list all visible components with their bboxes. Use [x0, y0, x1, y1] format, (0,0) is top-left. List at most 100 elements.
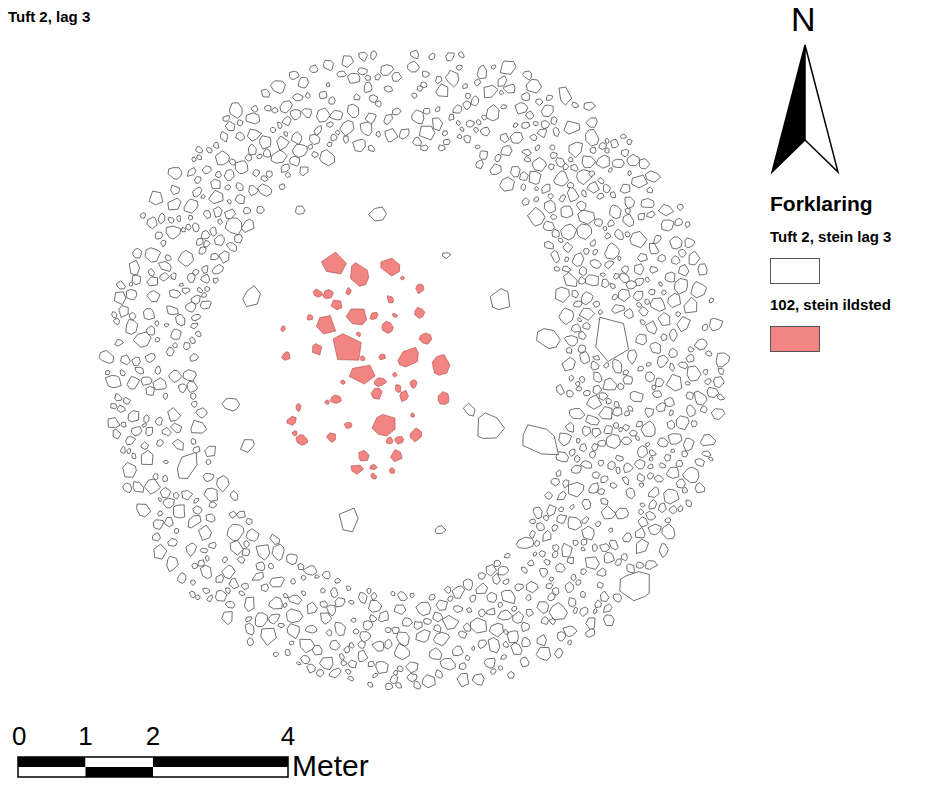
stone: [145, 354, 155, 363]
stone: [608, 461, 615, 470]
stone: [385, 628, 391, 633]
scale-number: 4: [281, 722, 295, 752]
stone: [213, 207, 222, 218]
stone: [307, 602, 317, 613]
stone: [544, 200, 555, 213]
stone: [424, 619, 432, 625]
stone: [548, 593, 555, 601]
stone: [174, 529, 179, 534]
stone: [691, 282, 707, 298]
stone: [621, 149, 628, 157]
stone: [572, 102, 578, 107]
stone: [503, 641, 509, 647]
stone: [488, 638, 500, 653]
stone: [416, 284, 424, 294]
stone: [678, 506, 683, 512]
stone: [581, 591, 586, 597]
stone: [618, 289, 630, 301]
stone: [632, 175, 648, 188]
stone: [198, 560, 204, 566]
stone: [368, 661, 375, 666]
stone: [442, 253, 451, 259]
stone: [550, 214, 557, 219]
stone: [369, 145, 375, 151]
stone: [520, 657, 529, 667]
stone: [127, 376, 140, 389]
stone: [119, 306, 128, 318]
stone: [593, 356, 600, 360]
stone: [402, 618, 412, 627]
stone: [369, 95, 378, 103]
stone: [694, 339, 707, 350]
stone: [714, 377, 725, 388]
stone: [580, 607, 588, 617]
stone: [543, 515, 549, 521]
stone: [567, 390, 574, 397]
stone: [581, 190, 586, 197]
stone: [572, 253, 584, 266]
stone: [585, 275, 598, 286]
stone: [126, 289, 136, 299]
stone: [582, 500, 591, 510]
stone: [196, 595, 200, 600]
stone: [559, 195, 565, 202]
stone: [484, 658, 495, 668]
stone: [291, 578, 296, 584]
stone: [200, 301, 211, 309]
stone: [348, 677, 354, 682]
stone: [177, 452, 197, 478]
stone: [686, 392, 693, 399]
stone: [452, 646, 463, 656]
stone: [578, 317, 582, 321]
stone: [471, 618, 487, 633]
stone: [163, 498, 174, 508]
stone: [581, 569, 587, 575]
stone: [601, 476, 608, 483]
stone: [497, 610, 512, 620]
stone: [535, 145, 540, 151]
stone: [347, 104, 358, 117]
stone: [115, 339, 124, 346]
stone: [298, 77, 308, 88]
stone: [132, 453, 136, 459]
stone: [645, 299, 649, 304]
stone: [410, 380, 417, 389]
stone: [155, 321, 159, 326]
stone: [503, 84, 515, 93]
stone: [201, 274, 210, 283]
stone: [335, 578, 341, 583]
stone: [648, 289, 655, 294]
stone: [353, 629, 359, 634]
stone: [261, 89, 270, 97]
stone: [307, 315, 313, 320]
stone: [436, 84, 448, 97]
stone: [290, 110, 301, 120]
stone: [176, 314, 185, 326]
stone: [442, 615, 459, 629]
stone: [224, 170, 234, 181]
stone: [163, 475, 168, 481]
stone: [615, 508, 628, 518]
stone: [652, 385, 656, 390]
stone: [593, 301, 600, 307]
stone: [323, 290, 333, 299]
stone: [550, 152, 557, 159]
stone: [330, 395, 341, 403]
stone: [511, 167, 521, 178]
stone: [196, 239, 203, 246]
stone: [411, 413, 415, 417]
stone: [586, 118, 597, 127]
stone: [568, 517, 582, 530]
stone: [610, 205, 622, 219]
stone: [433, 118, 443, 131]
stone: [522, 149, 532, 156]
stone: [370, 615, 377, 622]
stone: [302, 591, 306, 595]
stone: [229, 159, 235, 165]
stone: [501, 655, 507, 660]
scale-segment: [153, 767, 288, 777]
scale-number: 2: [146, 722, 160, 752]
stone: [479, 609, 486, 617]
stone: [205, 287, 210, 292]
stone: [676, 312, 681, 317]
